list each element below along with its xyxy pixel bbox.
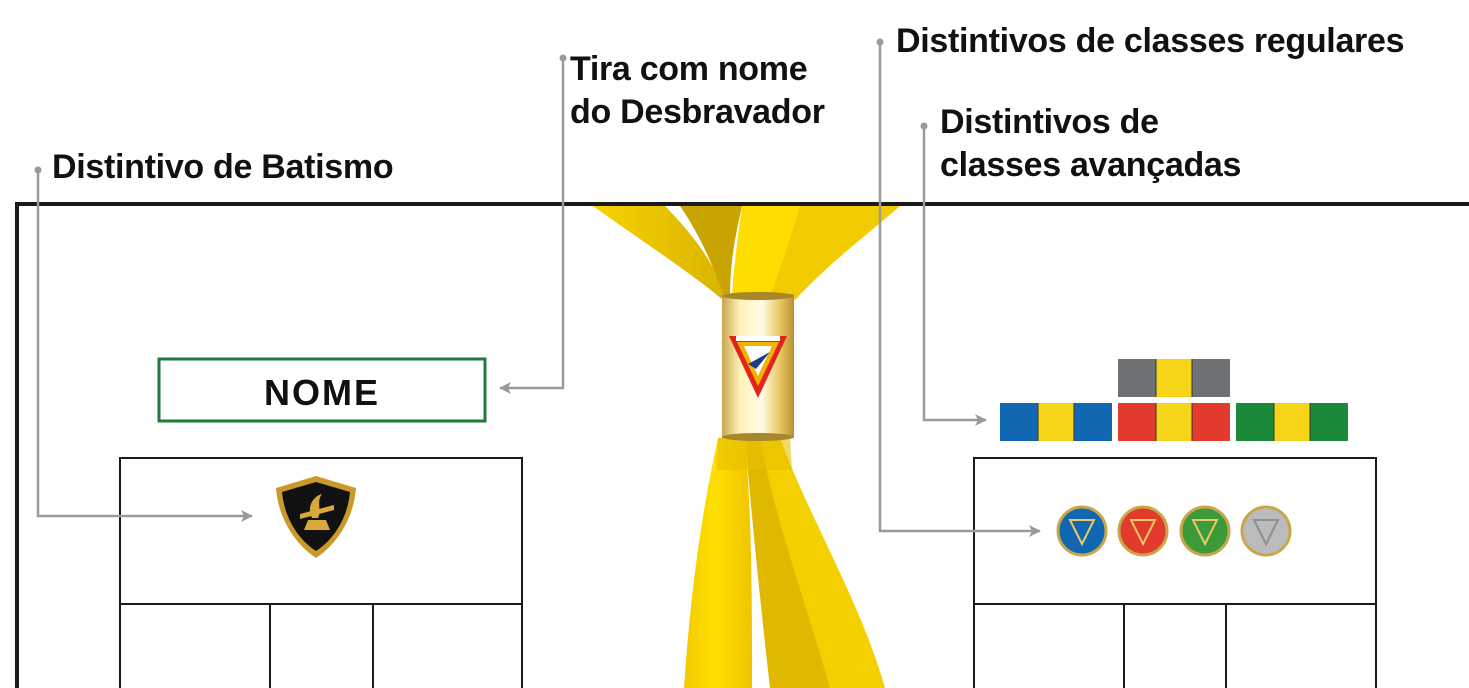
shirt-outline bbox=[15, 202, 1469, 688]
pathfinder-triangle-emblem-icon bbox=[729, 336, 787, 398]
label-baptism-badge: Distintivo de Batismo bbox=[52, 146, 394, 189]
advanced-bar-gray bbox=[1118, 359, 1230, 397]
pointer-avancadas bbox=[922, 126, 987, 426]
label-regular-class-badges: Distintivos de classes regulares bbox=[896, 20, 1405, 63]
regular-pin-green bbox=[1179, 505, 1231, 557]
advanced-bar-blue bbox=[1000, 403, 1112, 441]
right-pocket bbox=[973, 457, 1377, 688]
regular-pin-red bbox=[1117, 505, 1169, 557]
left-pocket bbox=[119, 457, 523, 688]
pointer-batismo bbox=[36, 170, 253, 522]
advanced-bar-green bbox=[1236, 403, 1348, 441]
regular-pin-blue bbox=[1056, 505, 1108, 557]
label-baptism-text: Distintivo de Batismo bbox=[52, 148, 394, 186]
label-name-strip: Tira com nome do Desbravador bbox=[570, 48, 825, 134]
callout-pointers bbox=[36, 42, 1041, 537]
regular-pin-silver bbox=[1240, 505, 1292, 557]
pathfinder-scarf bbox=[593, 206, 900, 688]
name-strip bbox=[157, 357, 487, 423]
sda-church-shield-icon bbox=[276, 476, 356, 558]
regular-class-pins bbox=[1056, 505, 1292, 557]
label-advanced-line2: classes avançadas bbox=[940, 146, 1242, 184]
advanced-class-bars bbox=[1000, 359, 1348, 441]
pointer-regulares bbox=[878, 42, 1041, 537]
advanced-bar-red bbox=[1118, 403, 1230, 441]
pointer-tira bbox=[499, 58, 565, 394]
label-name-strip-line1: Tira com nome bbox=[570, 50, 808, 88]
label-advanced-class-badges: Distintivos de classes avançadas bbox=[940, 101, 1241, 187]
callout-dots bbox=[34, 38, 928, 174]
name-strip-text: NOME bbox=[264, 372, 380, 413]
label-name-strip-line2: do Desbravador bbox=[570, 93, 825, 131]
label-regular-text: Distintivos de classes regulares bbox=[896, 22, 1405, 60]
label-advanced-line1: Distintivos de bbox=[940, 103, 1159, 141]
